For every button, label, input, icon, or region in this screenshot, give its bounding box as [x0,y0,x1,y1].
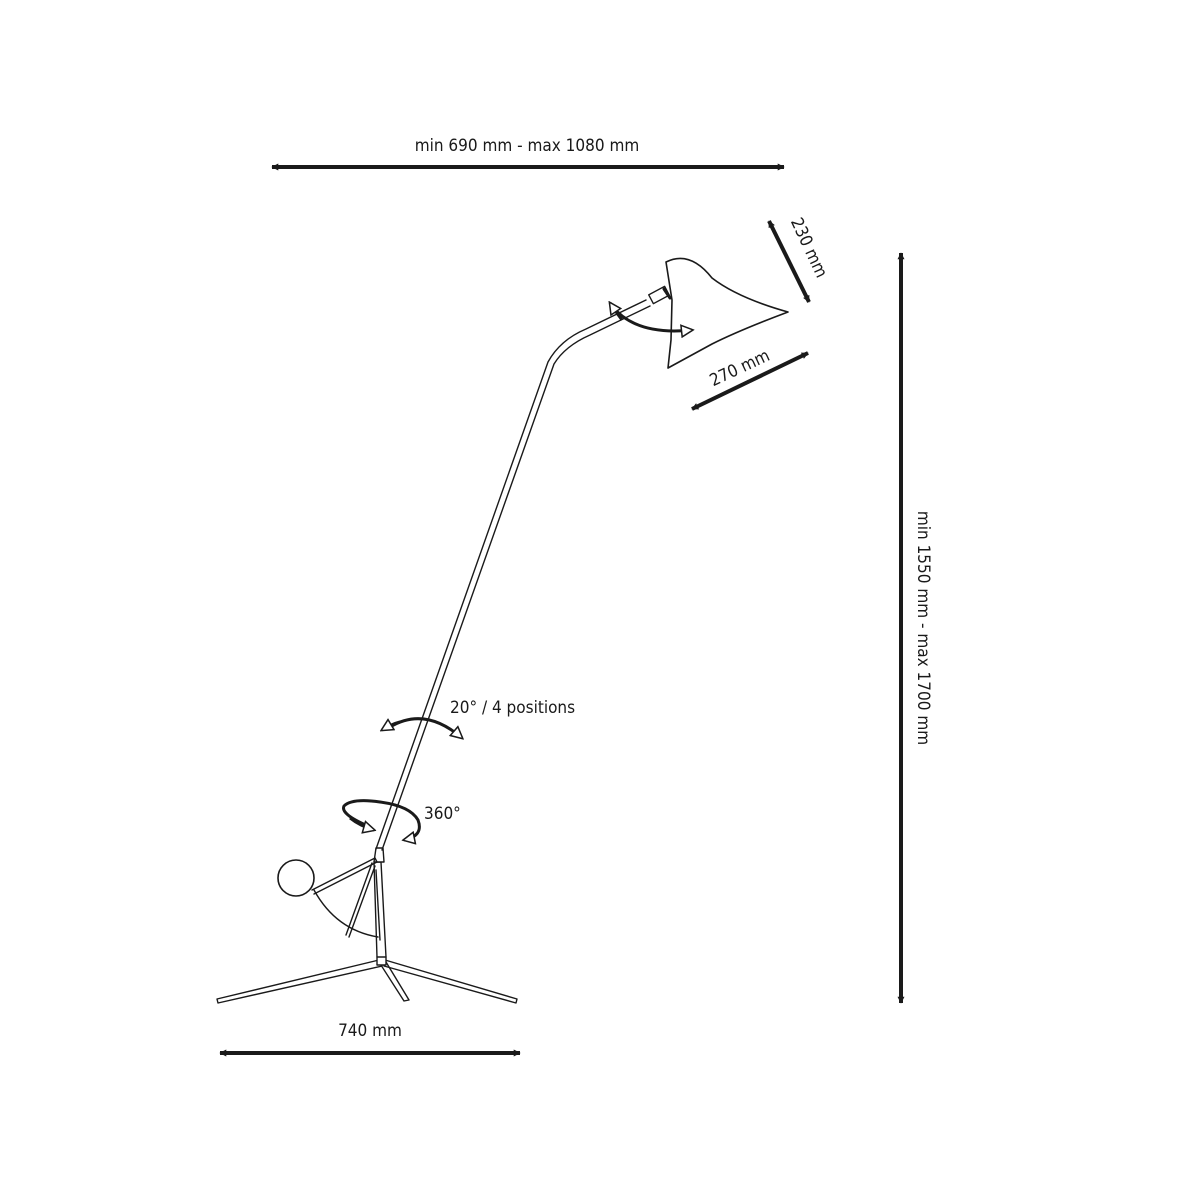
main-arm [375,299,651,851]
tripod-base [216,956,518,1004]
tilt-label: 20° / 4 positions [450,698,575,718]
counterweight-arm [277,857,381,941]
width-range-label: min 690 mm - max 1080 mm [415,136,640,156]
rotation-label: 360° [424,804,461,824]
base-width-label: 740 mm [338,1021,402,1041]
lamp-drawing [216,257,789,1004]
rotation-arrow [342,799,421,840]
lamp-shade [648,257,789,369]
shade-height-arrow [767,220,811,303]
height-range-label: min 1550 mm - max 1700 mm [913,511,933,745]
shade-tilt-arrow [610,303,692,331]
shade-length-arrow [691,351,809,411]
arm-tilt-arrow [382,717,462,738]
